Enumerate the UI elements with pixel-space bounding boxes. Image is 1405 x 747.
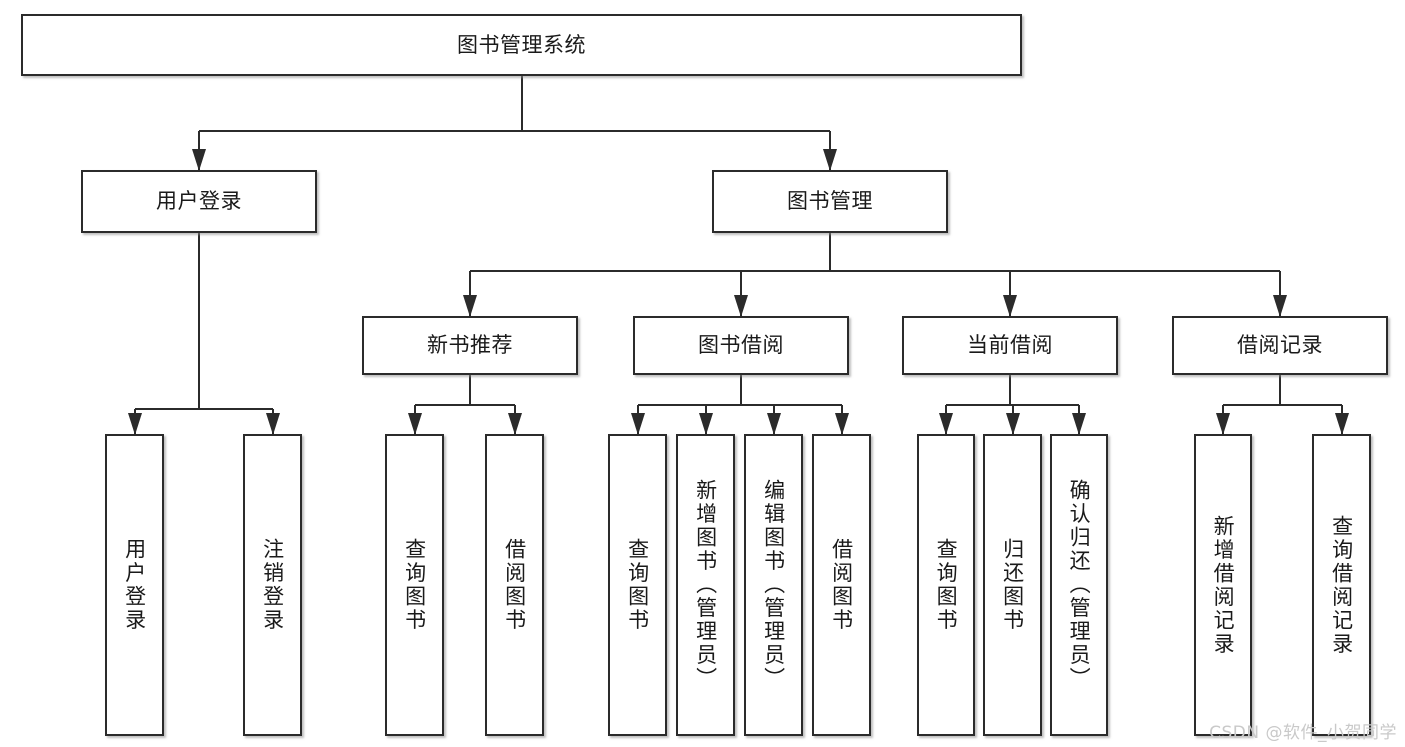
node-label: 新书推荐 <box>427 333 513 358</box>
node-current[interactable]: 当前借阅 <box>902 316 1118 375</box>
node-label: 用户登录 <box>156 189 242 214</box>
node-l-login-2[interactable]: 注销登录 <box>243 434 302 736</box>
node-l-bor-2[interactable]: 新增图书（管理员） <box>676 434 735 736</box>
node-label: 新增图书（管理员） <box>693 479 718 691</box>
node-label: 编辑图书（管理员） <box>761 479 786 691</box>
node-label: 图书借阅 <box>698 333 784 358</box>
node-label: 归还图书 <box>1000 538 1025 632</box>
node-label: 查询图书 <box>625 538 650 632</box>
node-label: 当前借阅 <box>967 333 1053 358</box>
node-l-cur-3[interactable]: 确认归还（管理员） <box>1050 434 1108 736</box>
node-label: 确认归还（管理员） <box>1067 479 1092 691</box>
node-l-new-1[interactable]: 查询图书 <box>385 434 444 736</box>
node-records[interactable]: 借阅记录 <box>1172 316 1388 375</box>
node-l-login-1[interactable]: 用户登录 <box>105 434 164 736</box>
node-label: 新增借阅记录 <box>1211 514 1236 656</box>
node-label: 借阅图书 <box>829 538 854 632</box>
node-label: 查询图书 <box>402 538 427 632</box>
node-l-cur-2[interactable]: 归还图书 <box>983 434 1042 736</box>
node-login[interactable]: 用户登录 <box>81 170 317 233</box>
node-label: 用户登录 <box>122 538 147 632</box>
node-l-bor-4[interactable]: 借阅图书 <box>812 434 871 736</box>
node-label: 查询借阅记录 <box>1329 514 1354 656</box>
node-label: 图书管理 <box>787 189 873 214</box>
node-l-rec-2[interactable]: 查询借阅记录 <box>1312 434 1371 736</box>
node-l-bor-1[interactable]: 查询图书 <box>608 434 667 736</box>
node-root[interactable]: 图书管理系统 <box>21 14 1022 76</box>
node-label: 查询图书 <box>934 538 959 632</box>
node-l-bor-3[interactable]: 编辑图书（管理员） <box>744 434 803 736</box>
node-label: 借阅记录 <box>1237 333 1323 358</box>
node-l-cur-1[interactable]: 查询图书 <box>917 434 975 736</box>
node-label: 借阅图书 <box>502 538 527 632</box>
node-l-rec-1[interactable]: 新增借阅记录 <box>1194 434 1252 736</box>
node-bookmgmt[interactable]: 图书管理 <box>712 170 948 233</box>
node-newbook[interactable]: 新书推荐 <box>362 316 578 375</box>
node-l-new-2[interactable]: 借阅图书 <box>485 434 544 736</box>
node-borrow[interactable]: 图书借阅 <box>633 316 849 375</box>
node-label: 注销登录 <box>260 538 285 632</box>
node-label: 图书管理系统 <box>457 32 586 57</box>
